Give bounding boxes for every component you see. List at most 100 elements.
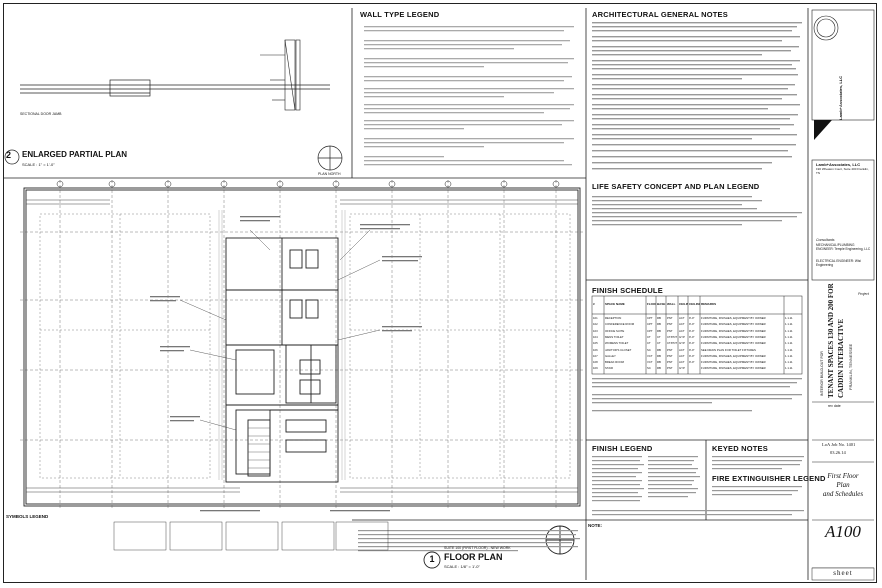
finish-schedule-cell: CT xyxy=(657,334,661,339)
finish-schedule-cell: WOMENS TOILET xyxy=(605,341,629,346)
finish-schedule-cell: RB xyxy=(657,316,661,320)
sheet-title-line3: and Schedules xyxy=(822,490,864,498)
sheet-number: A100 xyxy=(825,522,861,541)
finish-schedule-cell: RB xyxy=(657,366,661,371)
finish-schedule-cell: RB xyxy=(657,328,661,333)
sheet-title-line2: Plan xyxy=(836,481,850,489)
finish-schedule-cell: PNT xyxy=(667,366,673,371)
finish-schedule-table: #SPACE NAMEFLOORBASEWALLCEILINGCEILING H… xyxy=(592,296,802,374)
finish-schedule-cell: 105 xyxy=(593,341,598,346)
finish-schedule-cell: PNT xyxy=(667,347,673,352)
finish-schedule-cell: 1.1.11 xyxy=(785,347,793,352)
finish-schedule-cell: 9'-0" xyxy=(689,341,695,346)
finish-schedule-cell: 108 xyxy=(593,360,598,365)
finish-schedule-cell: BREAK ROOM xyxy=(605,360,624,365)
finish-schedule-cell: GYP xyxy=(679,341,685,346)
enlarged-plan-number: 2 xyxy=(6,150,12,160)
finish-schedule-cell: PNT xyxy=(667,328,673,333)
finish-schedule-cell: RB xyxy=(657,360,661,365)
sheet-title-line1: First Floor xyxy=(827,472,859,480)
finish-schedule-cell: FURNITURE, FINISHES, EQUIPMENT BY OWNER xyxy=(701,360,766,365)
sectional-door-jamb-label: SECTIONAL DOOR JAMB xyxy=(20,112,62,116)
finish-schedule-cell: 9'-0" xyxy=(689,347,695,352)
electrical-engineer: ELECTRICAL ENGINEER: Wisi Engineering xyxy=(816,259,861,267)
finish-schedule-header: REMARKS xyxy=(701,302,717,306)
finish-schedule-cell: CPT xyxy=(647,328,653,333)
finish-schedule-cell: ACT xyxy=(679,316,685,320)
finish-schedule-cell: 9'-0" xyxy=(689,360,695,365)
finish-schedule-cell: GYP xyxy=(679,366,685,371)
firm-name: Lamb+Associates, LLC xyxy=(816,162,861,167)
finish-schedule-cell: CT xyxy=(647,334,651,339)
finish-schedule-cell: RB xyxy=(657,347,661,352)
sheet-frame xyxy=(3,3,877,583)
finish-schedule-cell: 104 xyxy=(593,334,598,339)
finish-schedule-cell: VCT xyxy=(647,360,653,365)
finish-schedule-cell: CT/PNT xyxy=(667,334,678,339)
finish-schedule-cell: SEE DRAIN PLAN FOR TOILET FIXTURES xyxy=(701,347,756,352)
finish-schedule-cell: 107 xyxy=(593,353,598,358)
floor-plan-number: 1 xyxy=(429,554,435,564)
finish-schedule-cell: MENS TOILET xyxy=(605,334,624,339)
finish-schedule-cell: FURNITURE, FINISHES, EQUIPMENT BY OWNER xyxy=(701,341,766,346)
finish-schedule-cell: PNT xyxy=(667,316,673,320)
finish-schedule-cell: 106 xyxy=(593,347,598,352)
finish-schedule-cell: CT xyxy=(657,341,661,346)
firm-address: 190 Wheaton Court, Suite 400 Franklin, T… xyxy=(816,167,869,175)
finish-schedule-cell: CPT xyxy=(647,322,653,327)
finish-schedule-cell: VCT xyxy=(647,353,653,358)
project-address: FRANKLIN, TENNESSEE xyxy=(848,343,853,390)
finish-schedule-cell: SC xyxy=(647,347,651,352)
enlarged-plan-title: ENLARGED PARTIAL PLAN xyxy=(22,150,128,159)
finish-schedule-cell: FURNITURE, FINISHES, EQUIPMENT BY OWNER xyxy=(701,322,766,327)
life-safety-title: LIFE SAFETY CONCEPT AND PLAN LEGEND xyxy=(592,182,760,191)
project-title-block: INTERIOR BUILD-OUT FOR TENANT SPACES 130… xyxy=(818,283,872,400)
finish-schedule-cell: 9'-0" xyxy=(689,353,695,358)
finish-schedule-cell: 1.1.11 xyxy=(785,353,793,358)
finish-schedule-header: FLOOR xyxy=(647,302,656,306)
finish-schedule-cell: CONFERENCE ROOM xyxy=(605,322,635,327)
floor-plan-scale: SCALE : 1/8" = 1'-0" xyxy=(444,564,480,569)
wall-type-legend-title: WALL TYPE LEGEND xyxy=(360,10,440,19)
architectural-notes-title: ARCHITECTURAL GENERAL NOTES xyxy=(592,10,728,19)
finish-schedule-cell: STAIR xyxy=(605,366,614,371)
keyed-notes-title: KEYED NOTES xyxy=(712,444,768,453)
finish-schedule-cell: GYP xyxy=(679,334,685,339)
finish-schedule-cell: ACT xyxy=(679,353,685,358)
finish-schedule-cell: FURNITURE, FINISHES, EQUIPMENT BY OWNER xyxy=(701,366,766,371)
finish-schedule-cell: 103 xyxy=(593,328,598,333)
firm-name-vertical: Lamb+Associates, LLC xyxy=(838,75,843,120)
floor-plan-suite-label: SUITE 100 (FIRST FLOOR) - NEW WORK xyxy=(444,546,511,550)
finish-legend-title: FINISH LEGEND xyxy=(592,444,653,453)
finish-schedule-cell: 9'-0" xyxy=(689,316,695,320)
enlarged-plan-scale: SCALE : 1" = 1'-0" xyxy=(22,162,55,167)
revisions-header: rev date xyxy=(828,404,841,408)
project-label: Project xyxy=(858,292,869,296)
sheet-label: sheet xyxy=(833,569,853,577)
finish-schedule-cell: GALLEY xyxy=(605,353,616,358)
finish-schedule-cell: 1.1.11 xyxy=(785,341,793,346)
finish-schedule-cell: 9'-0" xyxy=(689,334,695,339)
note-label: NOTE: xyxy=(588,523,602,528)
finish-schedule-cell: 1.1.11 xyxy=(785,360,793,365)
finish-schedule-cell: FURNITURE, FINISHES, EQUIPMENT BY OWNER xyxy=(701,328,766,333)
finish-schedule-cell: ACT xyxy=(679,322,685,327)
finish-schedule-cell: OFFICE SUITE xyxy=(605,328,625,333)
finish-schedule-cell: FURNITURE, FINISHES, EQUIPMENT BY OWNER xyxy=(701,316,766,320)
finish-schedule-title: FINISH SCHEDULE xyxy=(592,286,663,295)
project-title-line2: CADDIN INTERACTIVE xyxy=(837,318,845,398)
finish-schedule-cell: ACT xyxy=(679,347,685,352)
finish-schedule-cell: PNT xyxy=(667,353,673,358)
finish-schedule-cell: RB xyxy=(657,353,661,358)
mep-engineer: MECHANICAL/PLUMBING ENGINEER: Temple Eng… xyxy=(816,243,871,251)
finish-schedule-header: SPACE NAME xyxy=(605,302,625,306)
consultants-label: Consultants xyxy=(816,238,835,242)
finish-schedule-cell: CT xyxy=(647,341,651,346)
finish-schedule-cell: RECEPTION xyxy=(605,316,622,320)
finish-schedule-cell: SC xyxy=(647,366,651,371)
finish-schedule-cell: 109 xyxy=(593,366,598,371)
finish-schedule-cell: ACT xyxy=(679,360,685,365)
finish-schedule-cell: 1.1.11 xyxy=(785,366,793,371)
finish-schedule-cell: 1.1.11 xyxy=(785,328,793,333)
